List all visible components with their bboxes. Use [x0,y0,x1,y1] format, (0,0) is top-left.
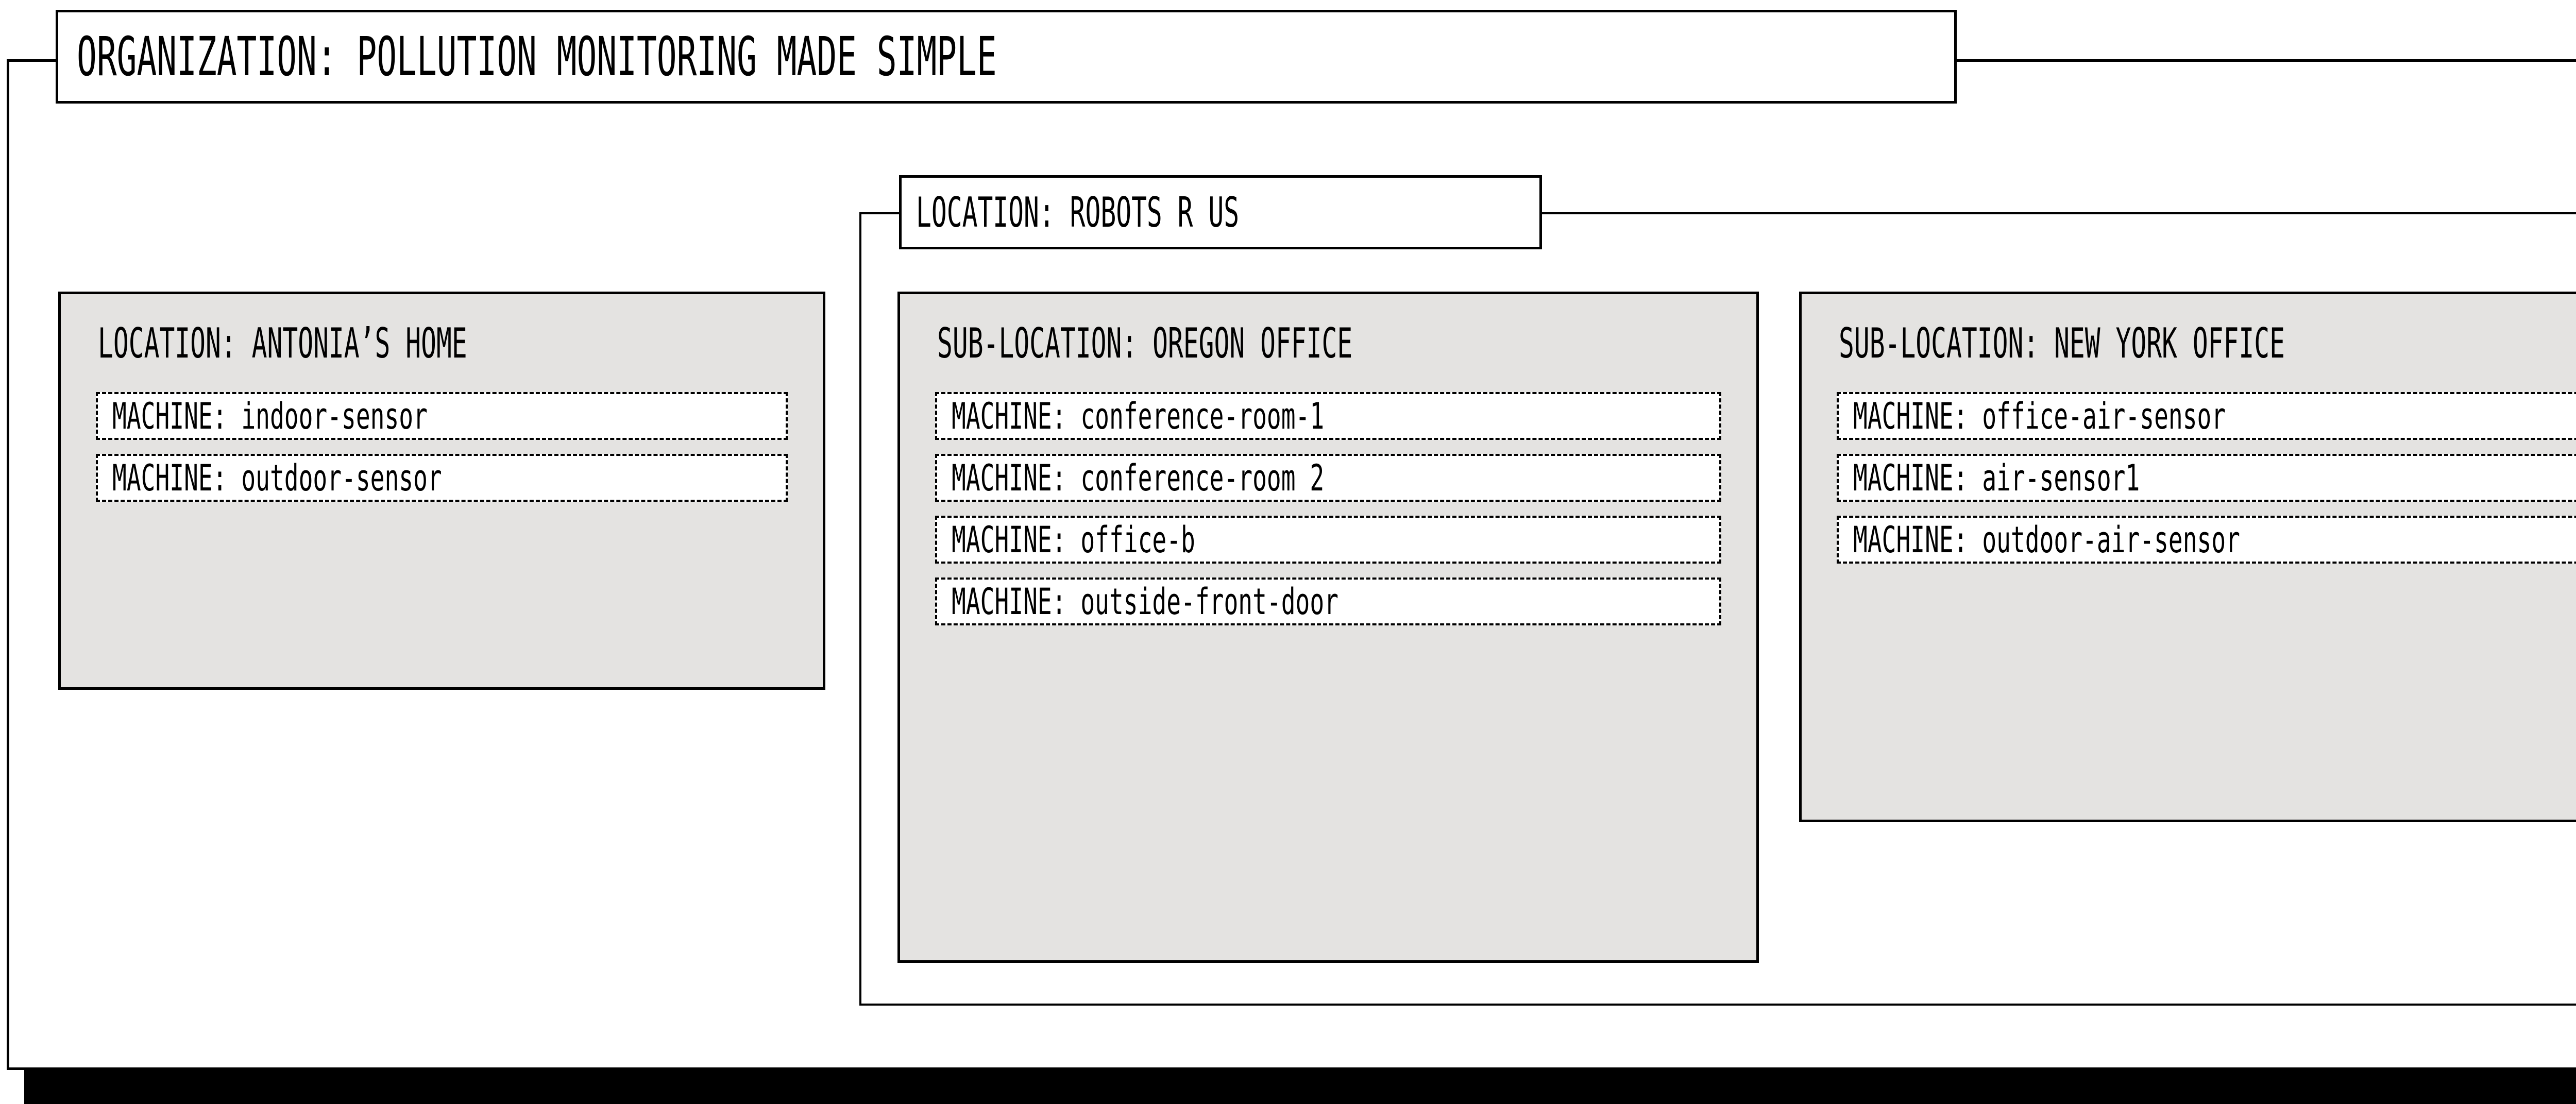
location-title-text-robots-r-us: LOCATION: ROBOTS R US [916,188,1240,236]
machine-box[interactable]: MACHINE: outdoor-sensor [96,454,788,502]
machine-box[interactable]: MACHINE: outdoor-air-sensor [1837,516,2576,564]
machine-label: MACHINE: conference-room 2 [952,456,1325,499]
machine-list-oregon-office: MACHINE: conference-room-1 MACHINE: conf… [935,392,1721,625]
machine-label: MACHINE: outside-front-door [952,580,1339,623]
machine-label: MACHINE: conference-room-1 [952,395,1325,437]
machine-box[interactable]: MACHINE: conference-room 2 [935,454,1721,502]
location-panel-title-text-antonias-home: LOCATION: ANTONIA’S HOME [98,319,467,367]
machine-list-new-york-office: MACHINE: office-air-sensor MACHINE: air-… [1837,392,2576,564]
machine-box[interactable]: MACHINE: outside-front-door [935,578,1721,625]
machine-label: MACHINE: outdoor-air-sensor [1853,518,2241,561]
location-panel-antonias-home: LOCATION: ANTONIA’S HOME MACHINE: indoor… [58,292,825,690]
sublocation-panel-title-text-oregon-office: SUB-LOCATION: OREGON OFFICE [937,319,1353,367]
machine-box[interactable]: MACHINE: conference-room-1 [935,392,1721,440]
location-title-label-robots-r-us: LOCATION: ROBOTS R US [899,175,1542,249]
machine-box[interactable]: MACHINE: office-air-sensor [1837,392,2576,440]
machine-label: MACHINE: office-b [952,518,1195,561]
sublocation-panel-title-new-york-office: SUB-LOCATION: NEW YORK OFFICE [1839,322,2558,365]
sublocation-panel-oregon-office: SUB-LOCATION: OREGON OFFICE MACHINE: con… [897,292,1759,963]
machine-list-antonias-home: MACHINE: indoor-sensor MACHINE: outdoor-… [96,392,788,502]
sublocation-panel-title-oregon-office: SUB-LOCATION: OREGON OFFICE [937,322,1607,365]
organization-title-label: ORGANIZATION: POLLUTION MONITORING MADE … [56,10,1957,104]
machine-label: MACHINE: outdoor-sensor [112,456,442,499]
machine-label: MACHINE: air-sensor1 [1853,456,2140,499]
machine-box[interactable]: MACHINE: indoor-sensor [96,392,788,440]
machine-box[interactable]: MACHINE: office-b [935,516,1721,564]
machine-label: MACHINE: office-air-sensor [1853,395,2226,437]
location-panel-title-antonias-home: LOCATION: ANTONIA’S HOME [98,322,693,365]
sublocation-panel-title-text-new-york-office: SUB-LOCATION: NEW YORK OFFICE [1839,319,2285,367]
sublocation-panel-new-york-office: SUB-LOCATION: NEW YORK OFFICE MACHINE: o… [1799,292,2576,822]
machine-label: MACHINE: indoor-sensor [112,395,428,437]
machine-box[interactable]: MACHINE: air-sensor1 [1837,454,2576,502]
organization-title-text: ORGANIZATION: POLLUTION MONITORING MADE … [77,25,997,88]
